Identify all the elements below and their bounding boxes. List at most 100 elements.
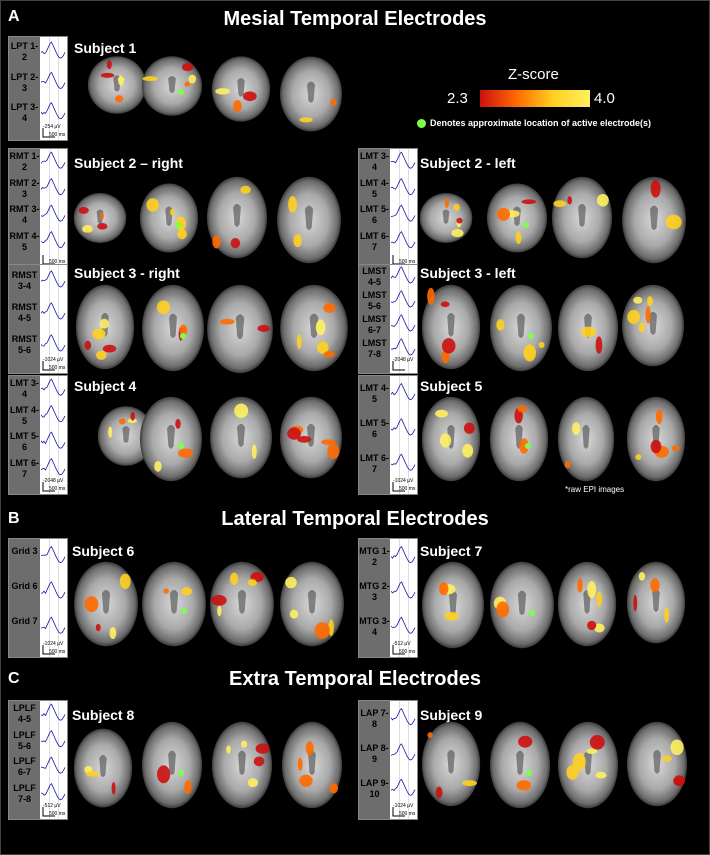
section-c-title: Extra Temporal Electrodes	[229, 668, 481, 690]
eeg-trace-line	[41, 782, 66, 801]
scale-voltage: -512 µV	[43, 803, 61, 809]
brain-slice-image	[418, 192, 474, 249]
eeg-trace-line	[41, 378, 66, 396]
scale-time: 500 ms	[49, 486, 66, 492]
eeg-trace-line	[41, 102, 66, 120]
eeg-trace-line	[391, 151, 416, 169]
brain-slice-image	[625, 560, 687, 650]
eeg-trace-line	[41, 545, 66, 564]
eeg-traces	[41, 376, 66, 494]
brain-slice-image	[625, 395, 687, 488]
scale-time: 500 ms	[399, 259, 416, 265]
scale-voltage: -512 µV	[393, 641, 411, 647]
subject-label: Subject 1	[74, 40, 137, 56]
channel-label: LMT 5-6	[10, 431, 39, 453]
scale-bar	[392, 482, 405, 492]
active-electrode-dot-icon	[529, 610, 535, 616]
colorbar-title: Z-score	[508, 66, 559, 83]
eeg-trace-line	[391, 177, 416, 196]
scale-time: 500 ms	[49, 259, 66, 265]
eeg-traces	[391, 376, 416, 494]
channel-label: LMST 7-8	[362, 338, 387, 359]
brain-slice-image	[420, 720, 482, 813]
eeg-trace-line	[391, 778, 416, 796]
subject-label: Subject 4	[74, 378, 137, 394]
brain-slice-image	[210, 720, 274, 815]
channel-label: Grid 3	[11, 545, 38, 556]
channel-label: LAP 7-8	[360, 707, 389, 729]
brain-slice-image	[140, 55, 204, 122]
eeg-trace-line	[41, 431, 66, 449]
channel-label: MTG 1-2	[359, 545, 390, 567]
channel-label: LAP 8-9	[360, 743, 389, 764]
channel-label: LMT 6-7	[360, 453, 389, 475]
eeg-trace-line	[391, 616, 416, 634]
brain-slice-image	[210, 55, 272, 128]
channel-label: LMT 4-5	[10, 404, 39, 426]
scale-time: 500 ms	[399, 486, 416, 492]
channel-label: RMT 2-3	[9, 177, 40, 199]
active-electrode-dot-icon	[526, 770, 532, 776]
subject-label: Subject 3 - left	[420, 265, 516, 281]
brain-slice-image	[275, 175, 343, 270]
eeg-trace-line	[391, 418, 416, 436]
channel-label: LPT 3-4	[10, 101, 39, 123]
channel-label: LMT 6-7	[10, 457, 39, 479]
eeg-trace-line	[391, 230, 416, 249]
active-electrode-dot-icon	[525, 443, 531, 449]
eeg-trace-line	[41, 177, 66, 196]
brain-slice-image	[208, 560, 276, 653]
brain-slice-image	[72, 727, 134, 814]
eeg-trace-line	[391, 204, 416, 222]
channel-label: LMT 3-4	[360, 151, 389, 173]
brain-slice-image	[556, 720, 620, 815]
eeg-trace-line	[391, 266, 416, 284]
active-electrode-dot-icon	[178, 770, 184, 776]
active-electrode-dot-icon	[528, 333, 534, 339]
section-b-title: Lateral Temporal Electrodes	[221, 508, 489, 530]
channel-label: RMT 3-4	[9, 204, 40, 226]
scale-bar	[42, 807, 55, 817]
eeg-traces	[41, 539, 66, 657]
brain-slice-image	[278, 560, 346, 653]
eeg-traces	[391, 539, 416, 657]
scale-bar	[42, 645, 55, 655]
active-electrode-dot-icon	[181, 608, 187, 614]
subject-label: Subject 9	[420, 707, 483, 723]
brain-slice-image	[488, 395, 550, 488]
scale-voltage: -1024 µV	[43, 641, 64, 647]
channel-label: LPT 1-2	[10, 41, 39, 63]
subject-label: Subject 2 - left	[420, 155, 516, 171]
channel-label: LPLF 5-6	[13, 729, 36, 751]
brain-slice-image	[72, 192, 128, 249]
subject-label: Subject 6	[72, 543, 135, 559]
scale-bar	[42, 361, 55, 371]
brain-slice-image	[420, 283, 482, 376]
brain-slice-image	[556, 395, 616, 488]
subject-label: Subject 2 – right	[74, 155, 183, 171]
scale-voltage: -1024 µV	[393, 478, 414, 484]
eeg-trace-line	[41, 151, 66, 169]
channel-label: LMST 4-5	[362, 266, 387, 287]
channel-label: LPLF 4-5	[13, 703, 36, 725]
channel-label: LPT 2-3	[10, 71, 39, 93]
scale-time: 500 ms	[49, 365, 66, 371]
eeg-trace-line	[41, 41, 66, 59]
scale-time: 500 ms	[399, 649, 416, 655]
eeg-trace-line	[391, 581, 416, 599]
channel-label: LMT 3-4	[10, 378, 39, 400]
section-a-title: Mesial Temporal Electrodes	[223, 8, 487, 30]
colorbar-max: 4.0	[594, 90, 615, 107]
brain-slice-image	[205, 283, 275, 380]
